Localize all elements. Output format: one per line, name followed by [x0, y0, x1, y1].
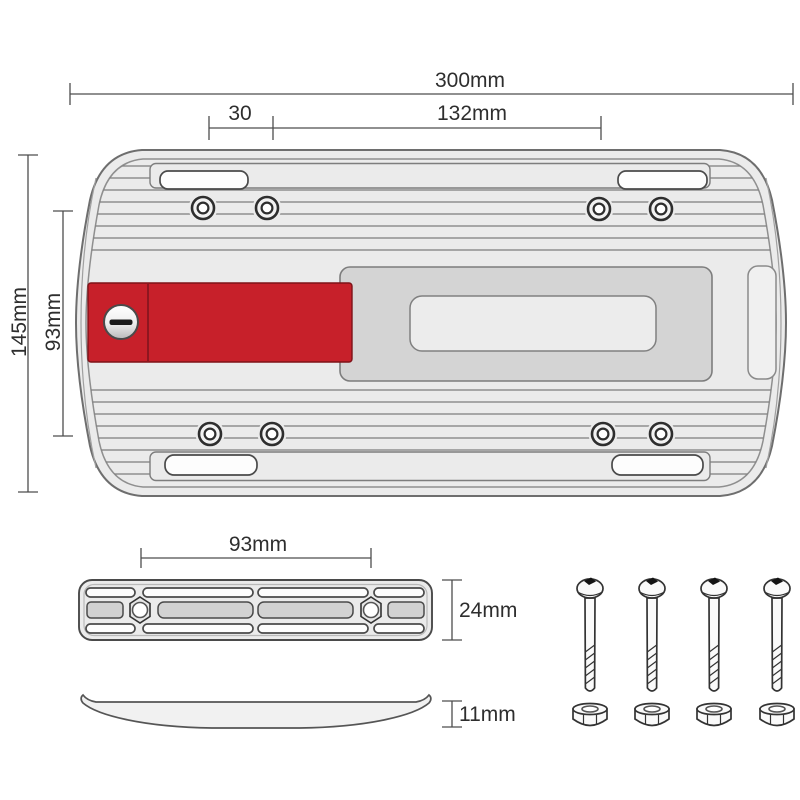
plate-inner-outline: [85, 158, 777, 488]
top-mount-band: [149, 162, 711, 189]
screw-icon: [763, 577, 791, 692]
dim-plate-width-line: [69, 83, 794, 105]
bottom-right-slot: [611, 454, 704, 476]
red-lock-strap: [87, 282, 353, 363]
end-cap-top-slots: [85, 587, 425, 598]
hex-nut-seat-icon: [129, 596, 151, 624]
red-strap-body: [87, 282, 353, 363]
dim-bar-hole-span-label: 93mm: [229, 533, 287, 556]
bottom-mount-band: [149, 451, 711, 482]
screw-hole-icon: [257, 419, 287, 449]
dim-bar-hole-span: 93mm: [140, 533, 372, 568]
channel-recess: [409, 295, 657, 352]
dim-hole-offset-label: 30: [228, 102, 251, 125]
dim-hole-offsets: 30 132mm: [208, 102, 602, 140]
end-cap-inner-line: [83, 583, 428, 637]
nut-icon: [572, 702, 608, 727]
screw-hole-icon: [252, 193, 282, 223]
dim-bar-height-line: [442, 579, 462, 641]
side-profile-outline: [80, 693, 432, 729]
dim-profile-height-label: 11mm: [459, 703, 516, 726]
dim-bar-height: 24mm: [442, 579, 517, 641]
screw-icon: [576, 577, 604, 692]
screw-icon: [638, 577, 666, 692]
lock-icon: [103, 304, 139, 340]
dim-hole-span-label: 132mm: [437, 102, 507, 125]
dim-profile-height: 11mm: [442, 700, 516, 728]
dim-plate-inner-height: 93mm: [42, 210, 73, 437]
dim-hole-offsets-line: [208, 116, 602, 140]
nut-icon: [696, 702, 732, 727]
dim-plate-height-label: 145mm: [8, 287, 31, 357]
plate-right-chamfer: [765, 177, 782, 469]
screw-hole-icon: [195, 419, 225, 449]
screw-holes: [188, 193, 676, 449]
dim-bar-height-label: 24mm: [459, 599, 517, 622]
hex-nut-seat-icon: [360, 596, 382, 624]
side-profile-view: [80, 693, 432, 729]
nut-icon: [759, 702, 795, 727]
dim-plate-inner-height-line: [53, 210, 73, 437]
screw-hole-icon: [646, 419, 676, 449]
hardware-set: [572, 577, 795, 727]
end-cap-middle-slots: [86, 601, 425, 619]
nut-icon: [634, 702, 670, 727]
bottom-left-slot: [164, 454, 258, 476]
screw-hole-icon: [588, 419, 618, 449]
top-left-slot: [159, 170, 249, 190]
right-end-tab: [747, 265, 777, 380]
dim-plate-inner-height-label: 93mm: [42, 293, 65, 351]
dim-plate-height-line: [18, 154, 38, 493]
dim-plate-width-label: 300mm: [435, 69, 505, 92]
plate-top-view: [74, 149, 788, 497]
plate-left-chamfer: [80, 177, 97, 469]
screw-hole-icon: [188, 193, 218, 223]
screw-hole-icon: [646, 194, 676, 224]
screw-icon: [700, 577, 728, 692]
end-cap-bottom-slots: [85, 623, 425, 634]
screw-hole-icon: [584, 194, 614, 224]
dim-profile-height-line: [442, 700, 462, 728]
top-right-slot: [617, 170, 708, 190]
dim-plate-width: 300mm: [69, 69, 794, 105]
dim-plate-height: 145mm: [8, 154, 38, 493]
dim-bar-hole-span-line: [140, 548, 372, 568]
end-cap-top-view: [78, 579, 433, 641]
